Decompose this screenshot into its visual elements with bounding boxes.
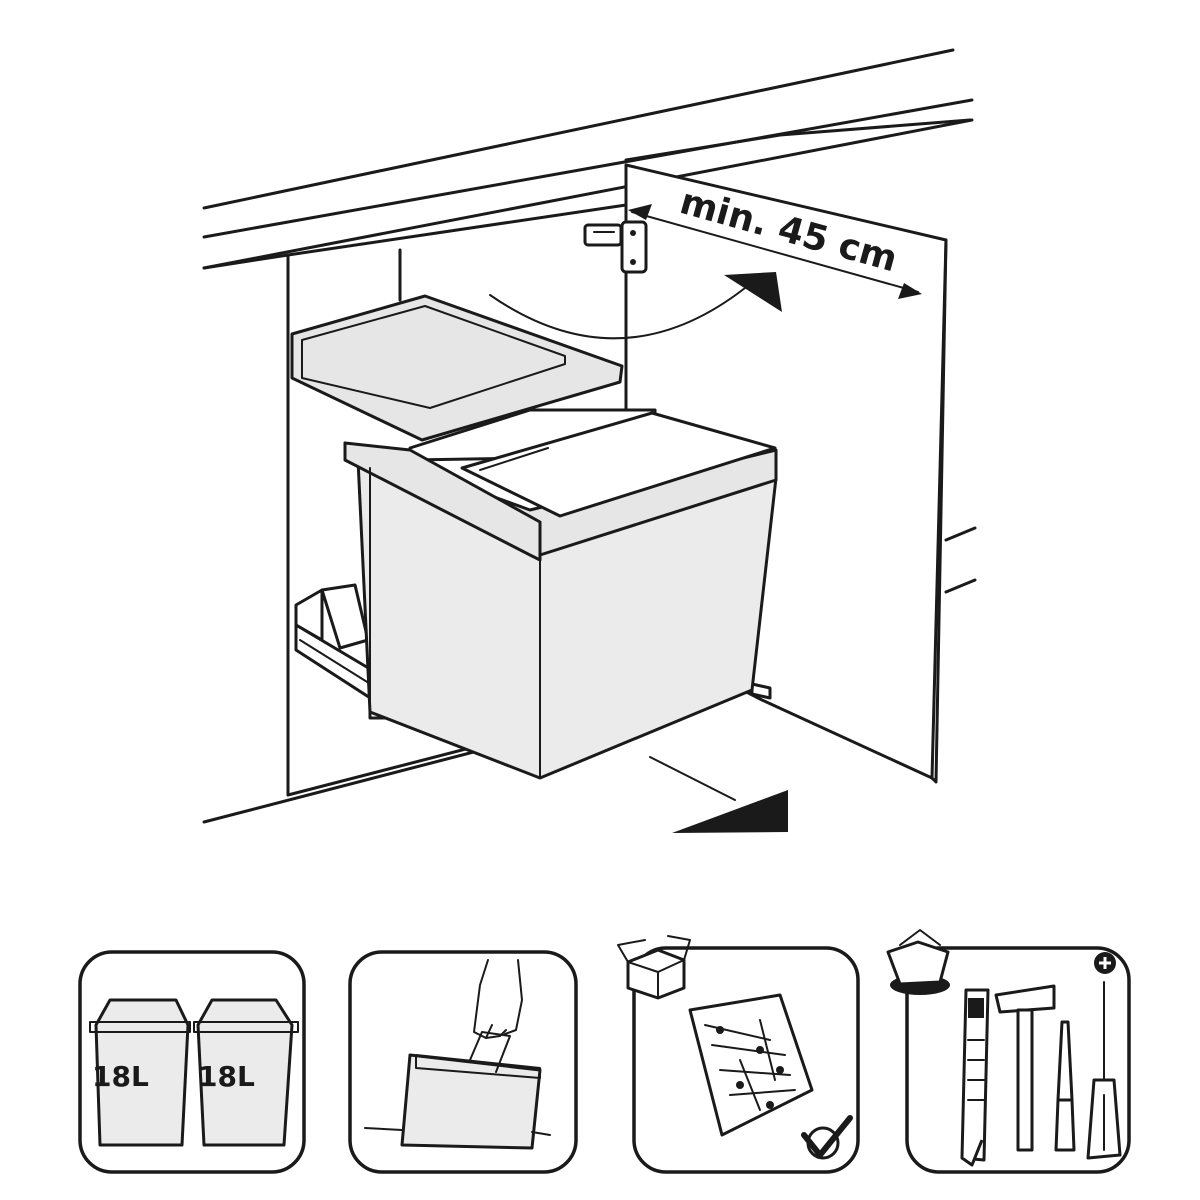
carried-bin-icon	[364, 1031, 551, 1150]
tools-panel	[886, 929, 1131, 1174]
bin-label: 18L	[198, 1060, 255, 1093]
capacity-panel: 18L 18L	[78, 950, 306, 1174]
screwdriver-icon	[1086, 981, 1122, 1160]
countertop	[202, 48, 974, 270]
contents-panel	[617, 935, 860, 1174]
bin-icon: 18L	[193, 998, 299, 1147]
hammer-icon	[994, 984, 1056, 1152]
carry-panel	[348, 950, 578, 1174]
bin-label: 18L	[92, 1060, 149, 1093]
toolbox-icon	[886, 929, 950, 995]
plus-icon	[1094, 952, 1116, 974]
awl-icon	[1054, 1020, 1076, 1152]
cabinet-illustration: min. 45 cm	[202, 48, 977, 833]
waste-bin-unit	[343, 408, 778, 780]
check-icon	[801, 1115, 853, 1160]
hardware-bag-icon	[688, 993, 814, 1137]
hinge-icon	[583, 220, 648, 274]
pull-out-arrow	[649, 756, 788, 833]
bin-icon: 18L	[89, 998, 191, 1147]
utility-knife-icon	[960, 988, 990, 1167]
box-icon	[617, 935, 691, 1000]
lid-plate	[290, 294, 624, 442]
door-swing-arrow	[489, 272, 782, 340]
